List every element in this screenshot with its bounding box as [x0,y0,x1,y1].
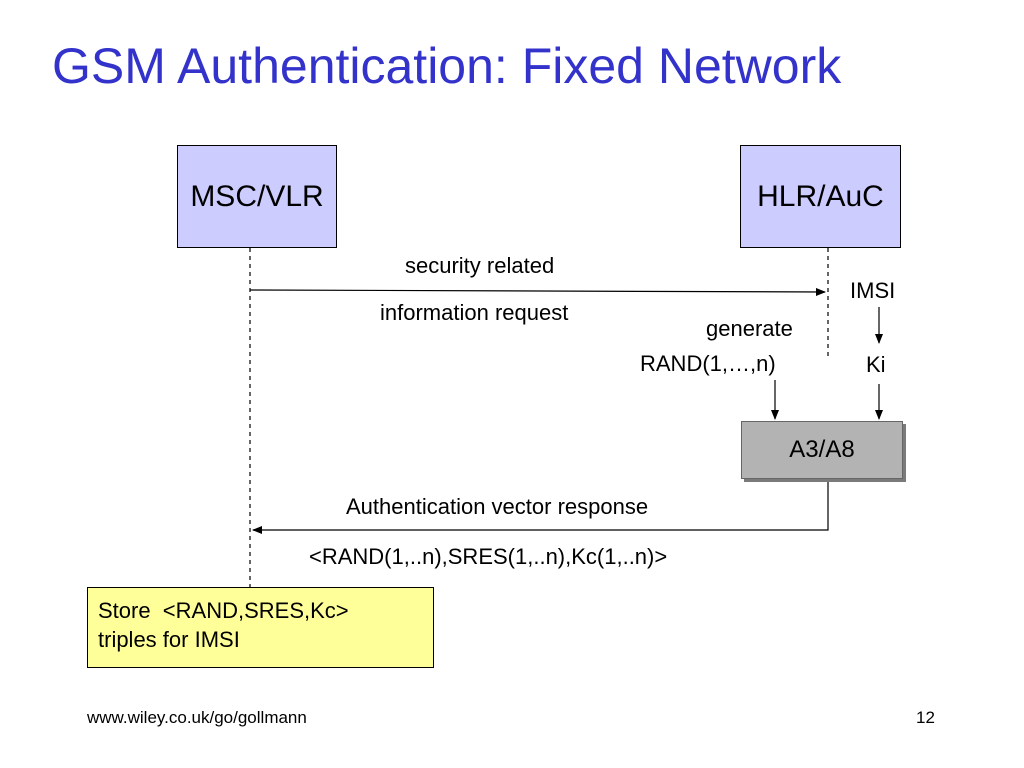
request-label-line2: information request [380,300,569,325]
response-label-line2: <RAND(1,..n),SRES(1,..n),Kc(1,..n)> [309,544,668,569]
request-label-line1: security related [405,253,555,278]
slide-title: GSM Authentication: Fixed Network [52,38,842,94]
page-number: 12 [916,708,935,727]
store-triples-box: Store <RAND,SRES,Kc> triples for IMSI [87,587,434,668]
msc-vlr-box: MSC/VLR [177,145,337,248]
a3-a8-box: A3/A8 [741,421,903,479]
store-line2: triples for IMSI [98,627,240,653]
a3-a8-label: A3/A8 [789,436,855,463]
ki-label: Ki [866,352,886,377]
hlr-auc-label: HLR/AuC [757,179,884,213]
hlr-auc-box: HLR/AuC [740,145,901,248]
store-line1: Store <RAND,SRES,Kc> [98,598,349,623]
response-arrow [252,480,829,534]
footer-url: www.wiley.co.uk/go/gollmann [87,708,307,727]
response-label-line1: Authentication vector response [346,494,649,519]
imsi-label: IMSI [850,278,896,303]
msc-vlr-label: MSC/VLR [190,179,324,213]
generate-label: generate [706,316,793,341]
request-arrow [249,287,826,296]
rand-range-label: RAND(1,…,n) [640,351,776,376]
